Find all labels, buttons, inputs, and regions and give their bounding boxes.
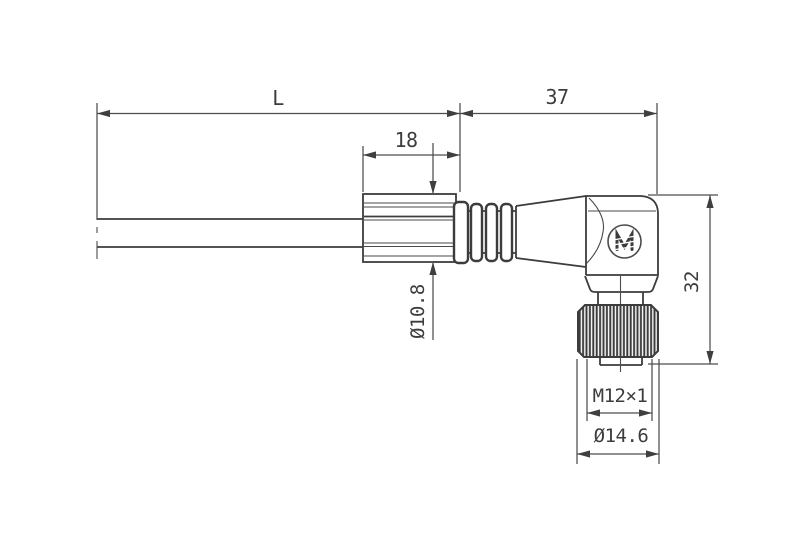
coupling-nut bbox=[577, 304, 659, 358]
thread-tip bbox=[599, 357, 643, 372]
cable bbox=[97, 218, 363, 248]
cable-sleeve bbox=[362, 193, 457, 263]
dimension-nut-diameter: Ø14.6 bbox=[576, 359, 660, 464]
connector-neck bbox=[597, 276, 644, 305]
dimension-sleeve-diameter: Ø10.8 bbox=[380, 143, 437, 340]
dimension-cable-length: L 37 bbox=[96, 85, 658, 220]
connector-body bbox=[584, 195, 659, 293]
ferrule-collar bbox=[452, 200, 470, 265]
dim-label-cable-length: L bbox=[272, 86, 284, 110]
dimension-sleeve-length: 18 bbox=[362, 128, 460, 192]
bellows-strain-relief bbox=[468, 202, 516, 263]
strain-relief-cone bbox=[515, 195, 587, 268]
manufacturer-logo-icon bbox=[607, 224, 642, 259]
dim-label-connector-height: 32 bbox=[681, 271, 703, 293]
dim-label-thread-size: M12×1 bbox=[593, 385, 648, 407]
dimension-connector-height: 32 bbox=[648, 194, 718, 365]
dimension-thread-size: M12×1 bbox=[586, 359, 653, 421]
dim-label-nut-diameter: Ø14.6 bbox=[594, 425, 649, 447]
dim-label-connector-length: 37 bbox=[545, 85, 568, 109]
dim-label-sleeve-diameter: Ø10.8 bbox=[407, 284, 429, 339]
dim-label-sleeve-length: 18 bbox=[394, 128, 417, 152]
